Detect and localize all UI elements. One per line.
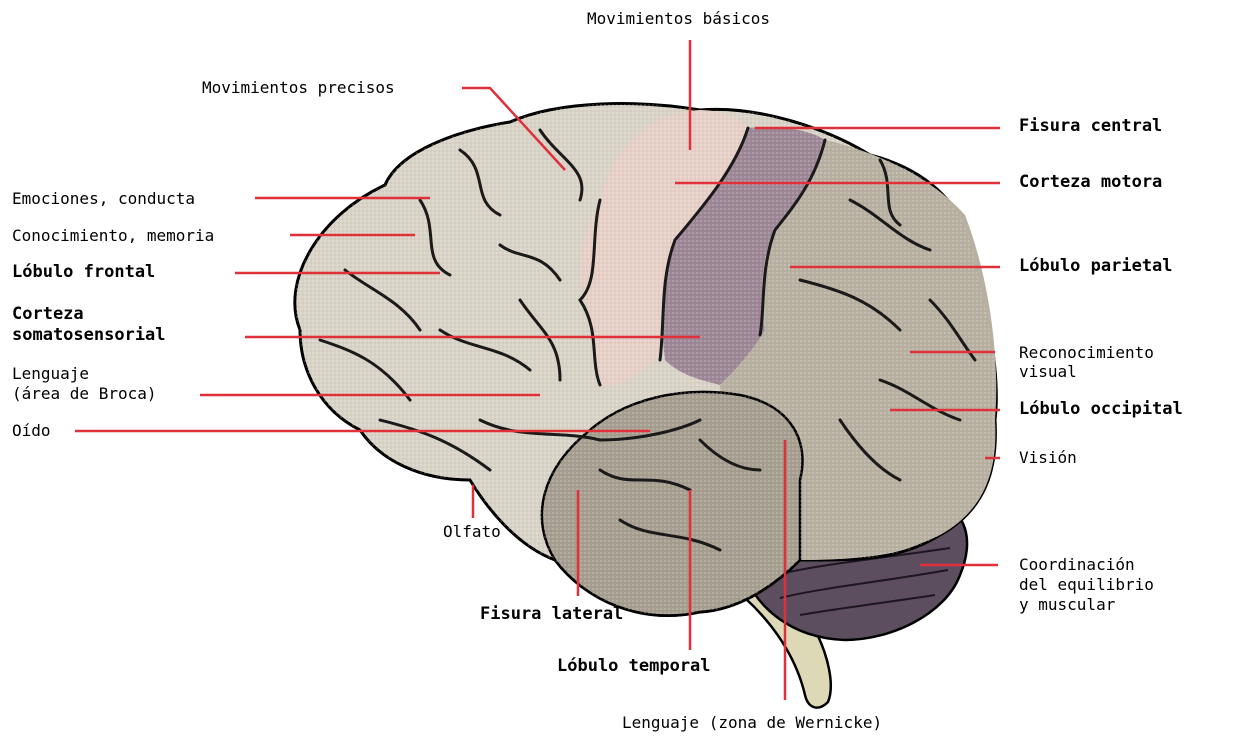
label-reconocimiento-2: visual <box>1019 362 1077 381</box>
label-movimientos-precisos: Movimientos precisos <box>202 78 395 97</box>
label-fisura-lateral: Fisura lateral <box>480 605 623 624</box>
label-lobulo-parietal: Lóbulo parietal <box>1019 257 1173 276</box>
label-corteza-motora: Corteza motora <box>1019 173 1162 192</box>
label-lobulo-occipital: Lóbulo occipital <box>1019 400 1183 419</box>
label-movimientos-basicos: Movimientos básicos <box>587 9 770 28</box>
label-olfato: Olfato <box>443 522 501 541</box>
label-vision: Visión <box>1019 448 1077 467</box>
label-corteza-soma-1: Corteza <box>12 305 84 324</box>
label-oido: Oído <box>12 421 51 440</box>
label-lenguaje-wernicke: Lenguaje (zona de Wernicke) <box>622 713 882 732</box>
label-lobulo-temporal: Lóbulo temporal <box>557 657 711 676</box>
label-coordinacion-3: y muscular <box>1019 595 1115 614</box>
label-coordinacion-2: del equilibrio <box>1019 575 1154 594</box>
label-lenguaje-broca-2: (área de Broca) <box>12 384 157 403</box>
label-conocimiento-memoria: Conocimiento, memoria <box>12 226 214 245</box>
label-lobulo-frontal: Lóbulo frontal <box>12 263 155 282</box>
label-fisura-central: Fisura central <box>1019 117 1162 136</box>
label-emociones-conducta: Emociones, conducta <box>12 189 195 208</box>
label-coordinacion-1: Coordinación <box>1019 555 1135 574</box>
label-lenguaje-broca-1: Lenguaje <box>12 364 89 383</box>
label-reconocimiento-1: Reconocimiento <box>1019 343 1154 362</box>
label-corteza-soma-2: somatosensorial <box>12 326 166 345</box>
